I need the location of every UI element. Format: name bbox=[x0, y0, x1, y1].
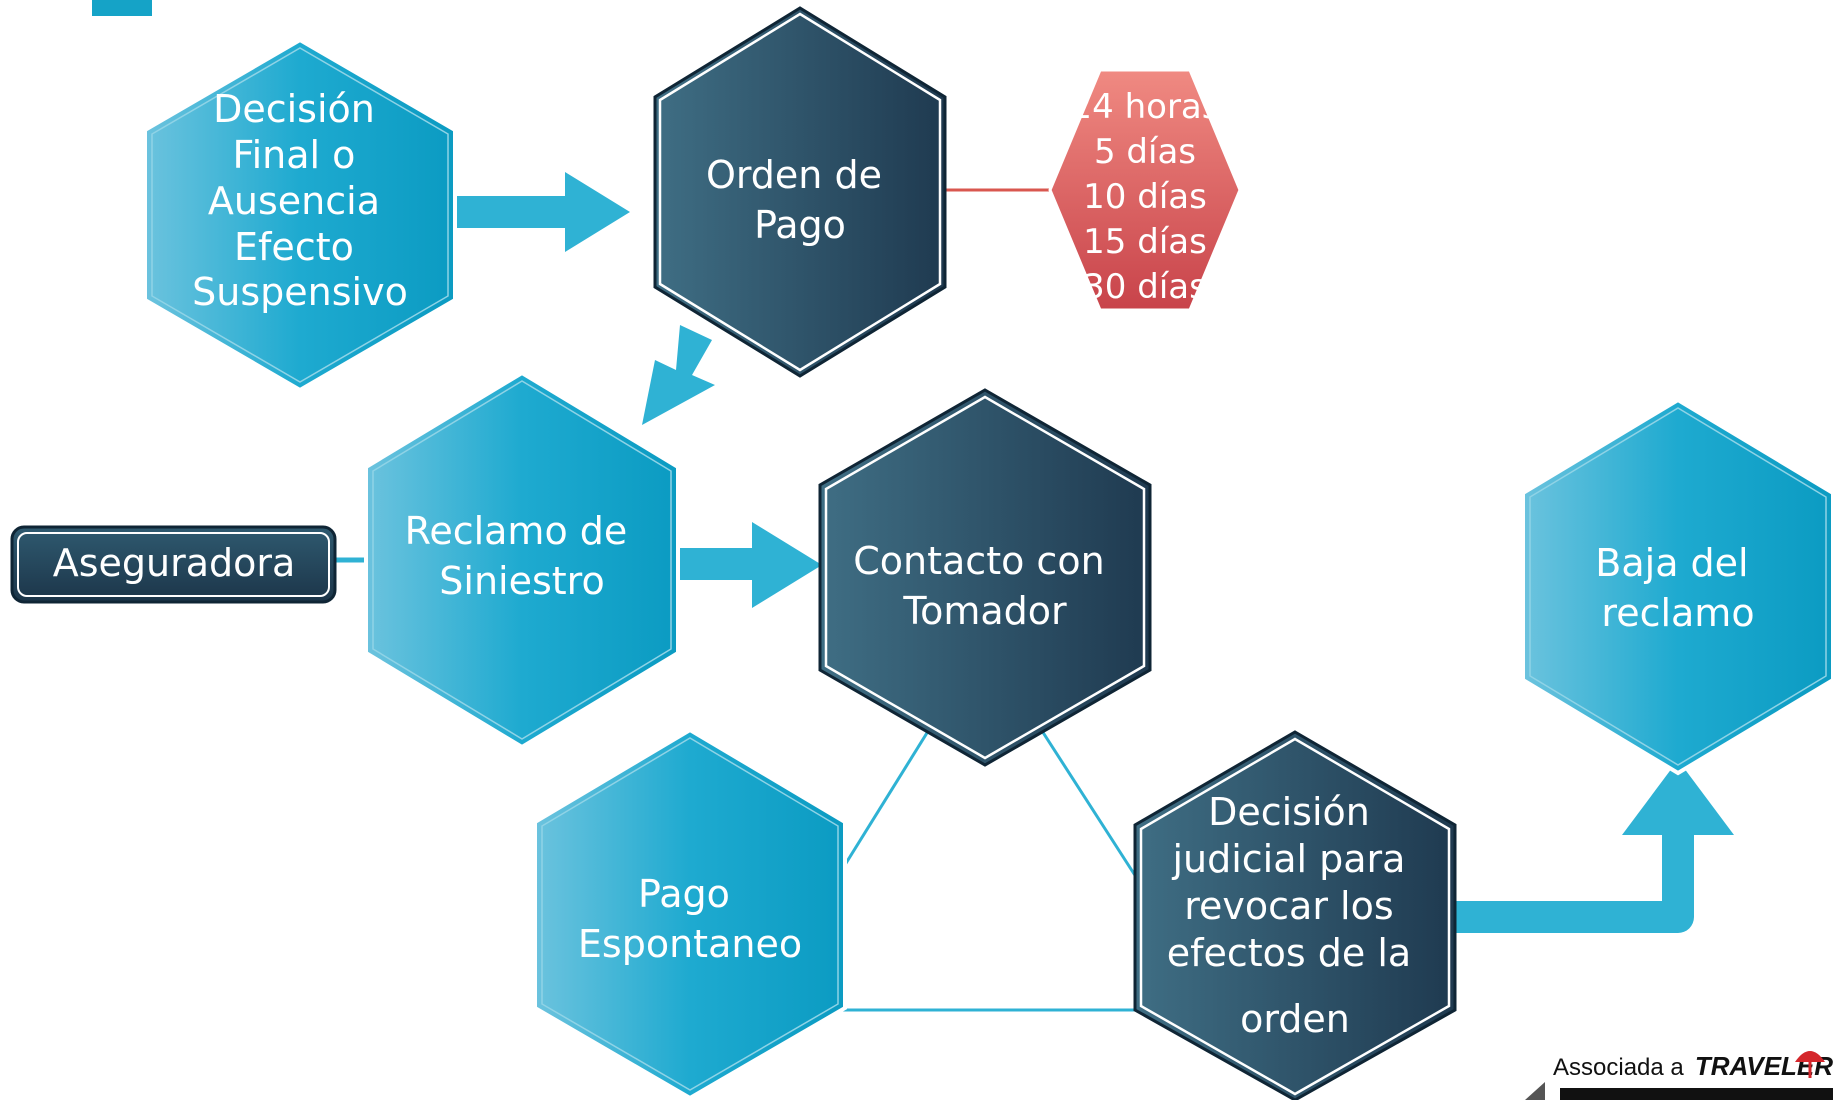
umbrella-icon bbox=[1795, 1051, 1825, 1062]
connector-contacto-pago bbox=[841, 719, 937, 869]
connector-contacto-decision bbox=[1033, 719, 1140, 881]
node-decision-judicial-text: Decisión judicial para revocar los efect… bbox=[1167, 790, 1424, 1041]
node-contacto-text: Contacto con Tomador bbox=[853, 539, 1117, 633]
arrow-decision-to-baja bbox=[1450, 835, 1694, 933]
brand-logo: Associada a TRAVELERS bbox=[1525, 1051, 1833, 1100]
arrows bbox=[455, 172, 1734, 933]
node-plazos-text: 24 horas 5 días 10 días 15 días 30 días bbox=[1071, 87, 1220, 307]
node-plazos: 24 horas 5 días 10 días 15 días 30 días bbox=[1048, 68, 1242, 312]
plazo-item: 5 días bbox=[1094, 132, 1196, 172]
node-orden-pago: Orden de Pago bbox=[653, 6, 947, 378]
arrow-decision-to-orden bbox=[455, 172, 630, 252]
node-decision-judicial: Decisión judicial para revocar los efect… bbox=[1133, 730, 1457, 1100]
node-aseguradora: Aseguradora bbox=[10, 525, 337, 604]
arrow-reclamo-to-contacto bbox=[678, 522, 822, 608]
node-baja-text: Baja del reclamo bbox=[1595, 541, 1760, 635]
svg-text:Associada a TRAVELERS: Associada a TRAVELERS bbox=[1553, 1051, 1833, 1081]
node-pago-espontaneo-text: Pago Espontaneo bbox=[578, 872, 802, 966]
plazo-item: 24 horas bbox=[1071, 87, 1220, 127]
logo-mark-bar bbox=[1560, 1088, 1833, 1100]
brand-tagline-prefix: Associada a bbox=[1553, 1054, 1684, 1081]
plazo-item: 10 días bbox=[1083, 177, 1207, 217]
arrow-head-to-baja bbox=[1622, 760, 1734, 835]
plazo-item: 15 días bbox=[1083, 222, 1207, 262]
arrow-orden-to-reclamo bbox=[642, 325, 715, 425]
node-contacto: Contacto con Tomador bbox=[818, 388, 1152, 767]
node-reclamo: Reclamo de Siniestro bbox=[364, 370, 680, 750]
node-baja: Baja del reclamo bbox=[1521, 397, 1833, 776]
node-pago-espontaneo: Pago Espontaneo bbox=[533, 727, 847, 1100]
connectors bbox=[335, 188, 1140, 1012]
logo-mark-shape bbox=[1525, 1082, 1545, 1100]
node-reclamo-text: Reclamo de Siniestro bbox=[405, 509, 640, 603]
node-decision-final: Decisión Final o Ausencia Efecto Suspens… bbox=[143, 37, 457, 393]
title-accent-bar bbox=[92, 0, 152, 16]
plazo-item: 30 días bbox=[1083, 267, 1207, 307]
node-decision-final-text: Decisión Final o Ausencia Efecto Suspens… bbox=[192, 87, 408, 314]
aseguradora-label: Aseguradora bbox=[53, 541, 296, 585]
node-orden-pago-text: Orden de Pago bbox=[706, 153, 894, 247]
